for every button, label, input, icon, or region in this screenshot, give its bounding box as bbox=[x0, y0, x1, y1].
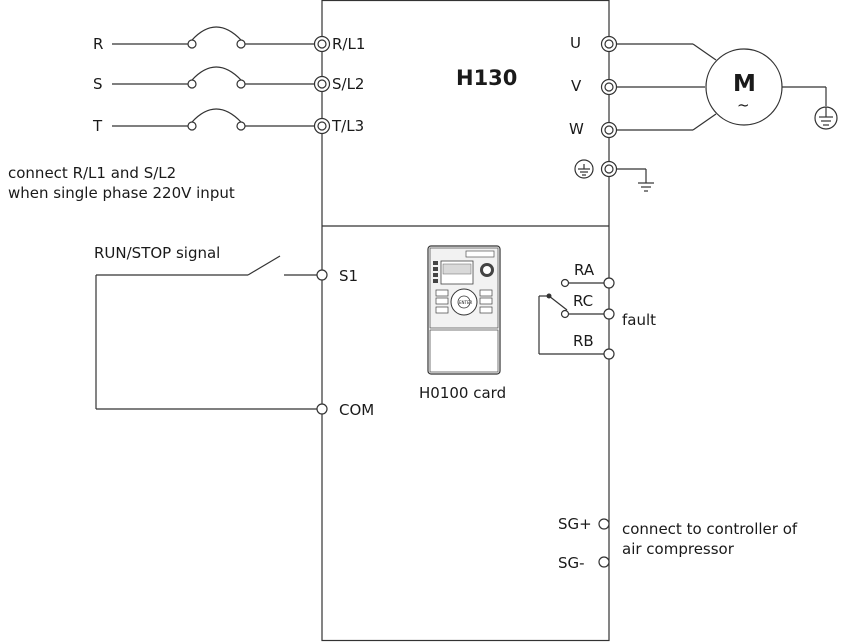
fault-relay: RA RC RB fault bbox=[538, 261, 656, 360]
single-phase-note-line2: when single phase 220V input bbox=[8, 184, 235, 202]
terminal-sg-minus: SG- bbox=[558, 554, 610, 572]
terminal-u: U bbox=[570, 34, 618, 53]
input-line-t: T bbox=[92, 108, 314, 135]
motor-symbol-icon: M ~ bbox=[705, 48, 783, 126]
run-stop-label: RUN/STOP signal bbox=[94, 244, 220, 262]
relay-rc-label: RC bbox=[573, 292, 593, 310]
svg-text:U: U bbox=[570, 34, 581, 52]
terminal-pe bbox=[574, 159, 618, 179]
drive-enclosure bbox=[321, 0, 610, 642]
input-label-s: S bbox=[93, 75, 103, 93]
ground-symbol-icon bbox=[574, 159, 594, 179]
run-stop-switch bbox=[95, 255, 317, 410]
svg-text:SG+: SG+ bbox=[558, 515, 592, 533]
terminal-sl2: S/L2 bbox=[313, 75, 364, 93]
relay-ra-label: RA bbox=[574, 261, 595, 279]
svg-text:S/L2: S/L2 bbox=[332, 75, 364, 93]
fault-label: fault bbox=[622, 311, 656, 329]
input-label-r: R bbox=[93, 35, 103, 53]
svg-text:W: W bbox=[569, 120, 584, 138]
svg-text:V: V bbox=[571, 77, 582, 95]
keypad-enter-label: ENTER bbox=[459, 300, 472, 305]
pe-ground-wire bbox=[617, 168, 654, 192]
comm-note-line2: air compressor bbox=[622, 540, 735, 558]
single-phase-note-line1: connect R/L1 and S/L2 bbox=[8, 164, 176, 182]
svg-text:SG-: SG- bbox=[558, 554, 585, 572]
motor-tilde: ~ bbox=[737, 96, 750, 114]
motor-ground bbox=[782, 86, 838, 130]
drive-model-title: H130 bbox=[456, 66, 517, 90]
terminal-s1: S1 bbox=[316, 267, 358, 285]
terminal-tl3: T/L3 bbox=[313, 117, 364, 135]
svg-text:S1: S1 bbox=[339, 267, 358, 285]
input-line-r: R bbox=[93, 26, 314, 53]
svg-text:R/L1: R/L1 bbox=[332, 35, 365, 53]
terminal-w: W bbox=[569, 120, 618, 139]
keypad-card-icon: ENTER bbox=[427, 245, 501, 375]
motor-label: M bbox=[733, 71, 756, 97]
card-label: H0100 card bbox=[419, 384, 506, 402]
terminal-rl1: R/L1 bbox=[313, 35, 365, 53]
terminal-v: V bbox=[571, 77, 618, 96]
relay-rb-label: RB bbox=[573, 332, 594, 350]
terminal-com: COM bbox=[316, 401, 374, 419]
motor-wiring bbox=[617, 43, 717, 131]
input-line-s: S bbox=[93, 66, 314, 93]
svg-text:T/L3: T/L3 bbox=[331, 117, 364, 135]
comm-note-line1: connect to controller of bbox=[622, 520, 798, 538]
terminal-sg-plus: SG+ bbox=[558, 515, 610, 533]
input-label-t: T bbox=[92, 117, 103, 135]
svg-text:COM: COM bbox=[339, 401, 374, 419]
